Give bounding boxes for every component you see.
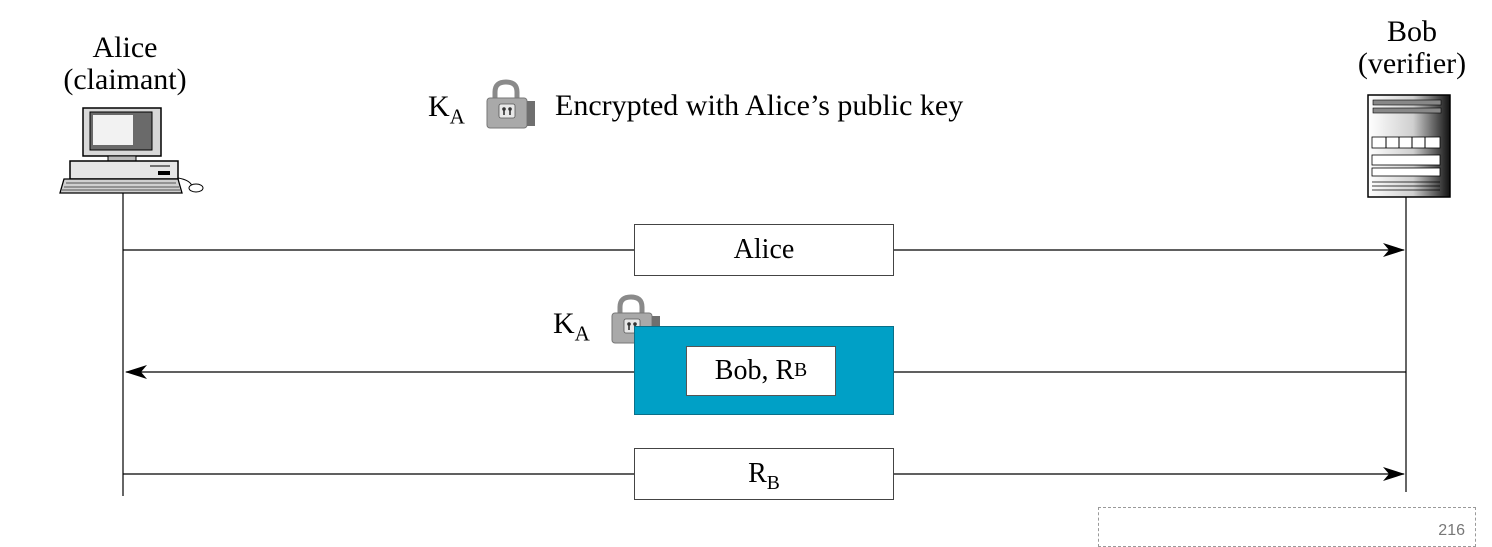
message-rb-box: RB [634,448,894,500]
computer-icon [59,107,204,194]
bob-name: Bob [1386,15,1437,48]
bob-participant-label: Bob (verifier) [1332,16,1492,80]
bob-role: (verifier) [1357,47,1467,80]
page-number: 216 [1438,522,1465,539]
alice-name: Alice [92,31,158,64]
message-alice-box: Alice [634,224,894,276]
server-icon [1367,94,1451,198]
alice-role: (claimant) [63,63,187,96]
alice-participant-label: Alice (claimant) [35,32,215,96]
sequence-diagram-lines [59,79,1451,496]
page-number-box: 216 [1098,507,1476,547]
message-key-label: KA [553,307,590,346]
padlock-icon [486,79,535,129]
message-label: Alice [733,234,795,265]
message-label: RB [748,458,780,494]
legend-description: Encrypted with Alice’s public key [555,89,964,122]
legend-key-label: KA [428,90,465,129]
